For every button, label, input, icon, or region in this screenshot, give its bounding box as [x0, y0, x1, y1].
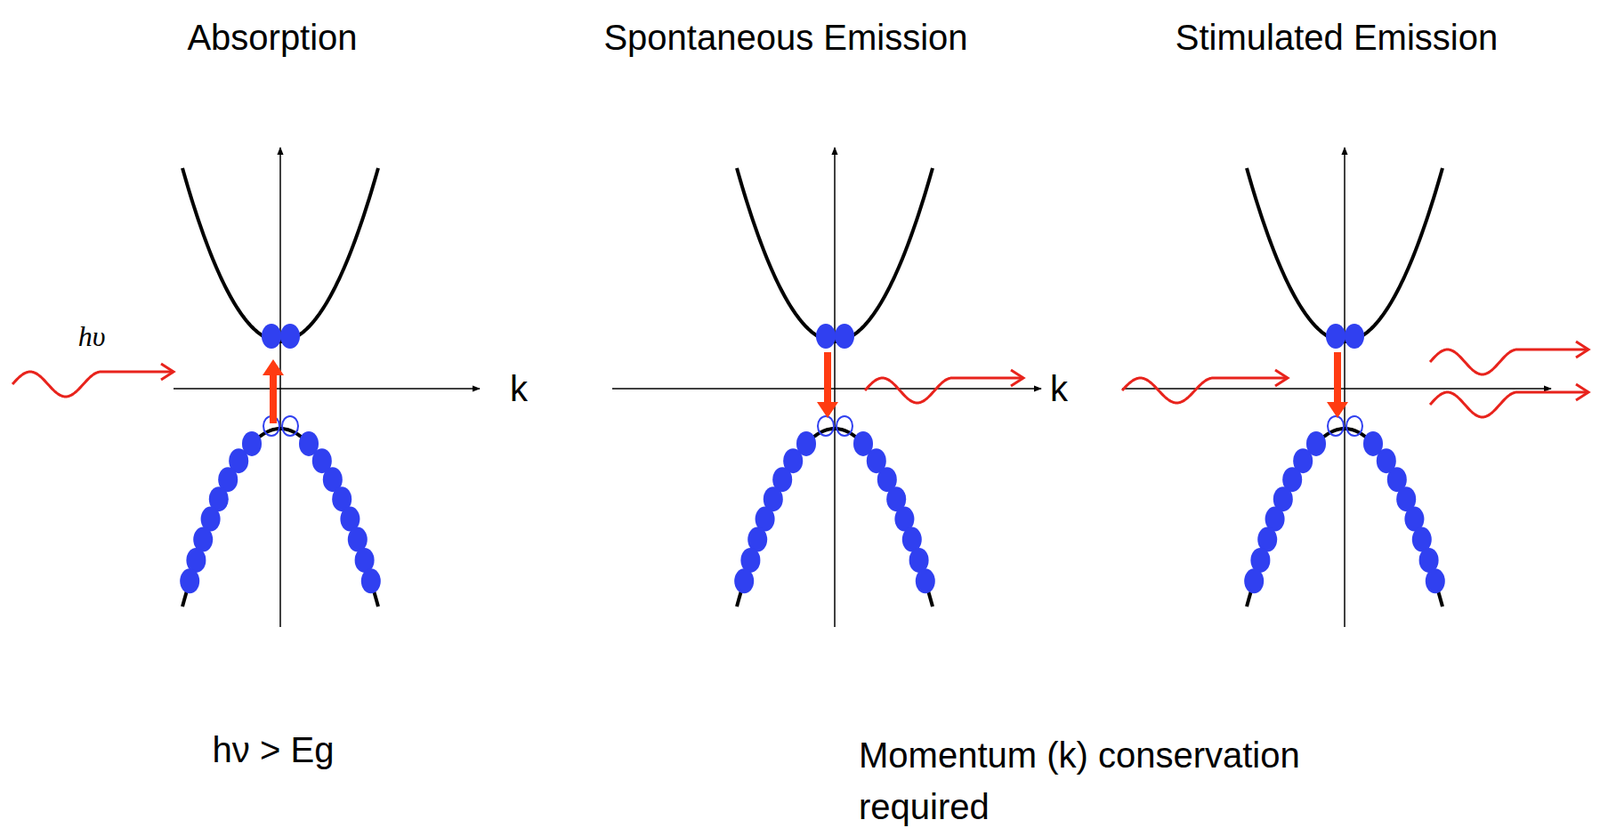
transition-arrow [1333, 352, 1342, 405]
photon-arrowhead [161, 363, 174, 380]
band-panel [173, 147, 480, 628]
conduction-electron [280, 323, 300, 349]
photon-arrowhead [1275, 370, 1288, 387]
valence-electron [179, 568, 200, 594]
valence-electron [915, 568, 936, 594]
photon-wave [1122, 378, 1288, 404]
energy-axis [1343, 147, 1346, 628]
conduction-band [182, 168, 379, 342]
valence-band [182, 428, 379, 607]
photon-arrowhead [1010, 370, 1024, 387]
transition-arrow [269, 373, 277, 424]
conduction-electron [834, 323, 855, 349]
conduction-electron [816, 323, 836, 349]
axis-label: k [1050, 367, 1068, 411]
photon-wave [864, 378, 1024, 404]
k-axis [173, 387, 480, 390]
valence-electron [361, 568, 381, 594]
conduction-electron [1344, 323, 1365, 349]
hole [1346, 416, 1363, 437]
conduction-band [736, 168, 933, 342]
valence-electron [1244, 568, 1264, 594]
condition-note: Momentum (k) conservation required [858, 729, 1411, 833]
photon-wave [1430, 392, 1589, 418]
valence-band [1246, 428, 1443, 607]
photon-arrowhead [1575, 341, 1589, 358]
photon-energy-label: hυ [78, 319, 106, 354]
band-panel [1122, 147, 1552, 628]
hole [1327, 416, 1344, 437]
panel-title: Stimulated Emission [1175, 16, 1498, 59]
photon-wave [12, 371, 174, 397]
conduction-electron [1325, 323, 1346, 349]
conduction-band [1246, 168, 1443, 342]
hole [836, 416, 853, 437]
axis-label: k [509, 367, 528, 411]
transition-arrowhead [1326, 402, 1349, 419]
energy-axis [833, 147, 836, 628]
hole [817, 416, 834, 437]
transition-arrow [824, 352, 832, 405]
energy-axis [279, 147, 282, 628]
transition-arrowhead [262, 359, 284, 376]
valence-electron [734, 568, 754, 594]
valence-band [736, 428, 933, 607]
panel-title: Spontaneous Emission [603, 16, 968, 59]
photons [12, 341, 1589, 418]
condition-note: hν > Eg [212, 728, 335, 772]
photon-arrowhead [1575, 384, 1589, 401]
valence-electron [1425, 568, 1446, 594]
hole [282, 416, 299, 437]
conduction-electron [261, 323, 282, 349]
photon-wave [1430, 349, 1589, 375]
panel-title: Absorption [186, 16, 357, 59]
band-panel [612, 147, 1042, 628]
transition-arrowhead [816, 402, 839, 419]
